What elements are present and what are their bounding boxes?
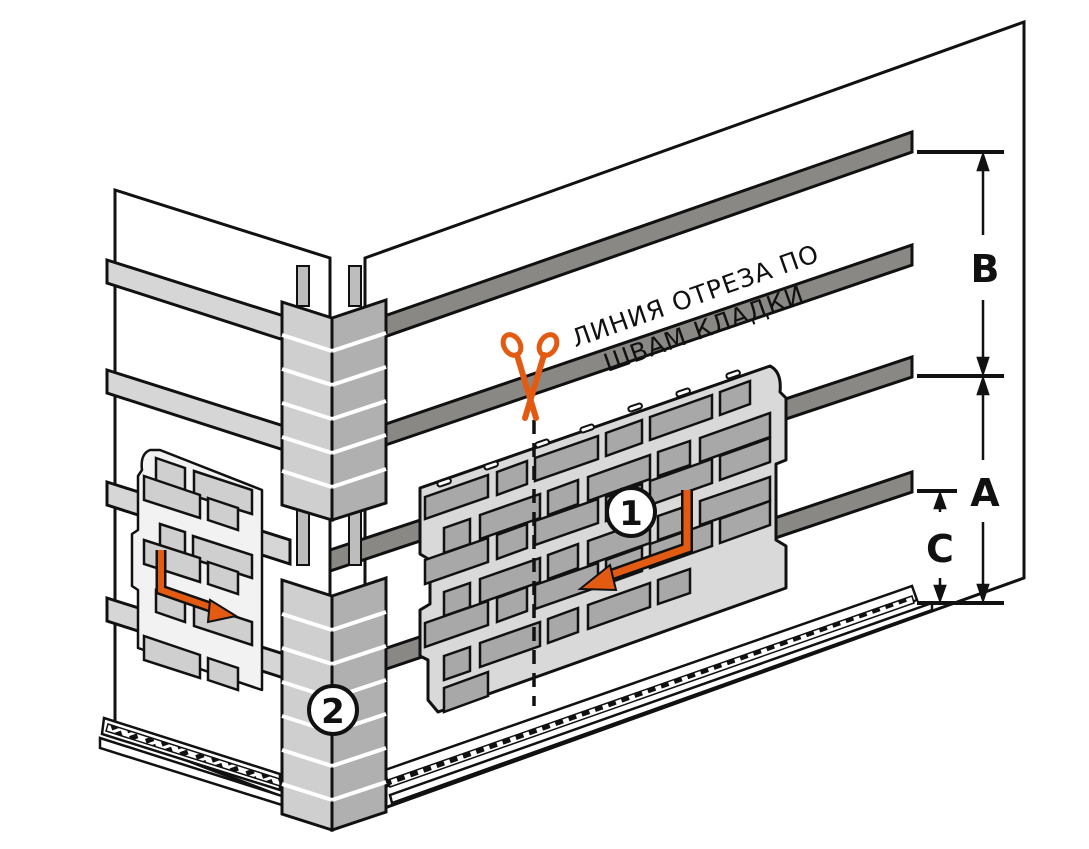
scissors-icon	[500, 332, 560, 421]
dimension-label-c: C	[926, 527, 954, 571]
step-1-label: 1	[619, 494, 643, 534]
panel-nail-slots	[436, 369, 741, 488]
step-arrow-icon	[577, 490, 693, 592]
step-2-label: 2	[321, 692, 345, 732]
dimension-label-b: B	[971, 247, 1000, 291]
step-2-badge: 2	[307, 684, 359, 736]
step-1-badge: 1	[605, 486, 657, 538]
corner-element-upper	[280, 265, 388, 566]
wall-panel-main	[418, 364, 788, 714]
dimension-arrows	[933, 151, 990, 604]
wall-panel-left	[130, 448, 264, 692]
panel-bricks	[423, 379, 772, 714]
left-step-arrow-icon	[155, 550, 239, 624]
dimension-lines	[917, 150, 1004, 605]
starter-strip-left	[98, 716, 284, 807]
starter-strip-right	[383, 584, 934, 805]
corner-clips-upper	[296, 265, 362, 566]
corner-element-lower	[280, 575, 388, 833]
dimension-label-a: A	[970, 471, 1000, 515]
